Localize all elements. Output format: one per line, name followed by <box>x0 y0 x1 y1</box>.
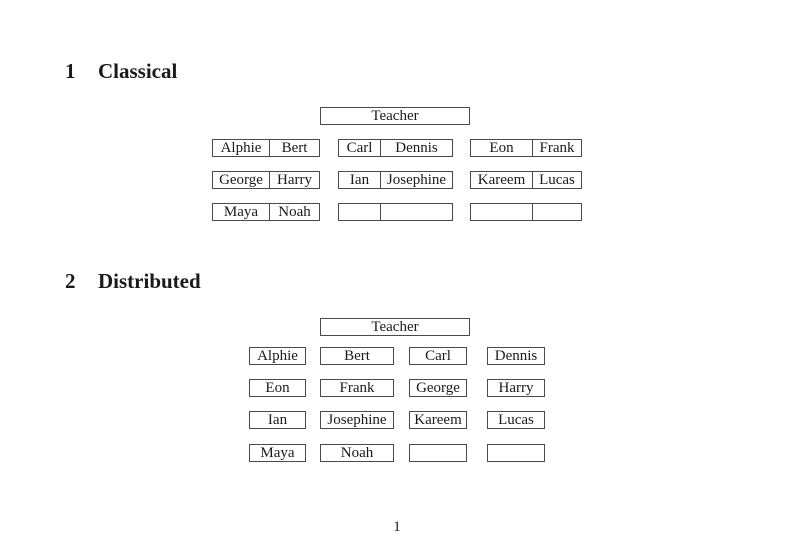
student-desk: Noah <box>320 444 394 462</box>
student-name: Lucas <box>532 172 581 188</box>
student-name: Carl <box>346 140 373 156</box>
empty-seat <box>380 204 452 220</box>
student-desk: Maya <box>249 444 306 462</box>
student-desk: Carl <box>409 347 467 365</box>
student-name: Kareem <box>477 172 526 188</box>
student-desk: Bert <box>320 347 394 365</box>
student-desk: Josephine <box>320 411 394 429</box>
student-desk: George <box>409 379 467 397</box>
empty-desk <box>487 444 545 462</box>
desk: Kareem Lucas <box>470 171 582 189</box>
desk-empty <box>338 203 453 221</box>
desk: Ian Josephine <box>338 171 453 189</box>
teacher-box: Teacher <box>320 318 470 336</box>
section-heading-classical: 1 Classical <box>65 60 177 82</box>
student-name: George <box>219 172 263 188</box>
student-name: Eon <box>489 140 514 156</box>
section-title: Classical <box>98 59 178 83</box>
section-number: 1 <box>65 59 76 83</box>
empty-seat <box>471 204 532 220</box>
student-name: Alphie <box>220 140 262 156</box>
desk: Eon Frank <box>470 139 582 157</box>
student-name: Ian <box>349 172 370 188</box>
desk-empty <box>470 203 582 221</box>
student-desk: Lucas <box>487 411 545 429</box>
desk: George Harry <box>212 171 320 189</box>
student-desk: Ian <box>249 411 306 429</box>
empty-seat <box>339 204 380 220</box>
section-title: Distributed <box>98 269 201 293</box>
student-desk: Eon <box>249 379 306 397</box>
teacher-label: Teacher <box>371 318 419 335</box>
student-name: Frank <box>532 140 581 156</box>
student-desk: Kareem <box>409 411 467 429</box>
student-name: Dennis <box>380 140 452 156</box>
student-desk: Harry <box>487 379 545 397</box>
empty-seat <box>532 204 581 220</box>
desk: Alphie Bert <box>212 139 320 157</box>
page-number: 1 <box>393 519 401 535</box>
teacher-box: Teacher <box>320 107 470 125</box>
student-name: Noah <box>269 204 319 220</box>
section-number: 2 <box>65 269 76 293</box>
student-name: Maya <box>223 204 259 220</box>
section-heading-distributed: 2 Distributed <box>65 270 201 292</box>
desk: Carl Dennis <box>338 139 453 157</box>
student-desk: Dennis <box>487 347 545 365</box>
student-name: Josephine <box>380 172 452 188</box>
empty-desk <box>409 444 467 462</box>
student-name: Harry <box>269 172 319 188</box>
desk: Maya Noah <box>212 203 320 221</box>
student-desk: Frank <box>320 379 394 397</box>
student-desk: Alphie <box>249 347 306 365</box>
teacher-label: Teacher <box>371 107 419 124</box>
student-name: Bert <box>269 140 319 156</box>
